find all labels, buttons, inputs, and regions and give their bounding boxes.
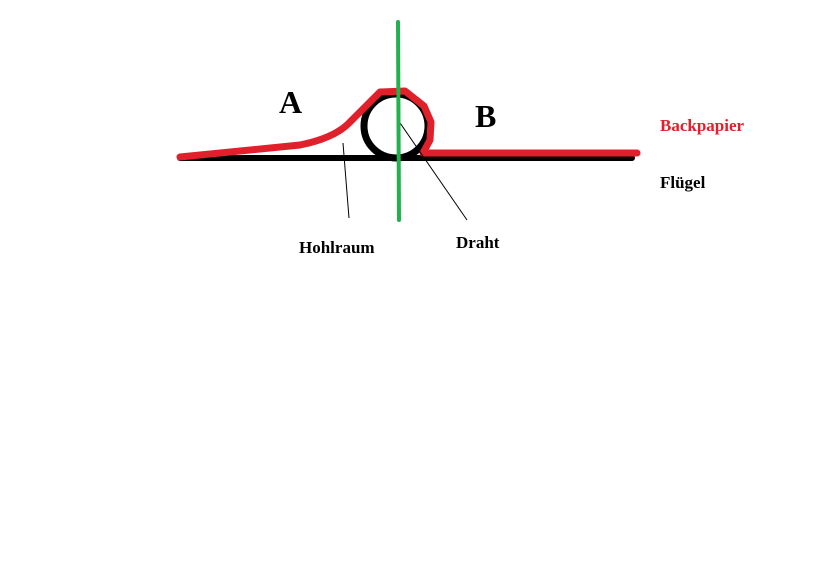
backpapier-label: Backpapier xyxy=(660,116,745,135)
draht-label: Draht xyxy=(456,233,500,252)
green-axis-line xyxy=(396,20,401,222)
hohlraum-label: Hohlraum xyxy=(299,238,375,257)
backpapier-line xyxy=(176,87,641,161)
draht-pointer-line xyxy=(397,119,468,221)
region-a-label: A xyxy=(279,84,303,120)
hohlraum-pointer-line xyxy=(342,142,350,219)
region-b-label: B xyxy=(475,98,497,134)
fluegel-label: Flügel xyxy=(660,173,706,192)
